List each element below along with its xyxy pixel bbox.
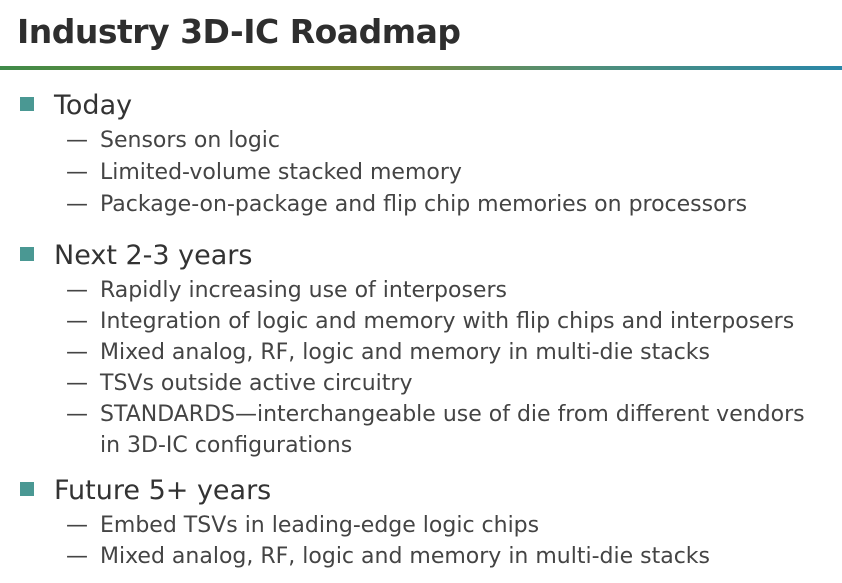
item-text: TSVs outside active circuitry: [100, 371, 413, 396]
dash-icon: —: [66, 513, 88, 538]
dash-icon: —: [66, 192, 88, 217]
item-text: STANDARDS—interchangeable use of die fro…: [100, 402, 805, 427]
section-future: Future 5+ years: [20, 475, 271, 506]
square-bullet-icon: [20, 246, 34, 261]
square-bullet-icon: [20, 481, 34, 496]
item-text: Mixed analog, RF, logic and memory in mu…: [100, 544, 711, 569]
item-text: Limited-volume stacked memory: [100, 160, 462, 185]
section-label: Next 2-3 years: [54, 240, 253, 271]
list-item: — Integration of logic and memory with fl…: [66, 309, 794, 334]
list-item: — Limited-volume stacked memory: [66, 160, 462, 185]
dash-icon: —: [66, 371, 88, 396]
list-item: — Mixed analog, RF, logic and memory in m…: [66, 544, 710, 569]
list-item: — TSVs outside active circuitry: [66, 371, 412, 396]
square-bullet-icon: [20, 96, 34, 111]
item-text: Integration of logic and memory with fli…: [100, 309, 795, 334]
dash-icon: —: [66, 544, 88, 569]
slide-title: Industry 3D-IC Roadmap: [17, 12, 461, 51]
dash-icon: —: [66, 160, 88, 185]
item-text: Rapidly increasing use of interposers: [100, 278, 507, 303]
list-item: — Mixed analog, RF, logic and memory in m…: [66, 340, 710, 365]
section-label: Future 5+ years: [54, 475, 272, 506]
list-item: — Rapidly increasing use of interposers: [66, 278, 507, 303]
section-label: Today: [54, 90, 133, 121]
item-text: Embed TSVs in leading-edge logic chips: [100, 513, 540, 538]
item-text: Sensors on logic: [100, 128, 281, 153]
list-item: — Sensors on logic: [66, 128, 280, 153]
dash-icon: —: [66, 340, 88, 365]
dash-icon: —: [66, 309, 88, 334]
item-text: Package-on-package and flip chip memorie…: [100, 192, 748, 217]
dash-icon: —: [66, 128, 88, 153]
section-today: Today: [20, 90, 132, 121]
section-next: Next 2-3 years: [20, 240, 252, 271]
list-item: — Embed TSVs in leading-edge logic chips: [66, 513, 539, 538]
list-item: — STANDARDS—interchangeable use of die fr…: [66, 402, 805, 427]
list-item: — Package-on-package and flip chip memori…: [66, 192, 747, 217]
dash-icon: —: [66, 402, 88, 427]
dash-icon: —: [66, 278, 88, 303]
title-divider: [0, 66, 842, 70]
item-text: Mixed analog, RF, logic and memory in mu…: [100, 340, 711, 365]
list-item-continuation: in 3D-IC configurations: [100, 433, 353, 458]
